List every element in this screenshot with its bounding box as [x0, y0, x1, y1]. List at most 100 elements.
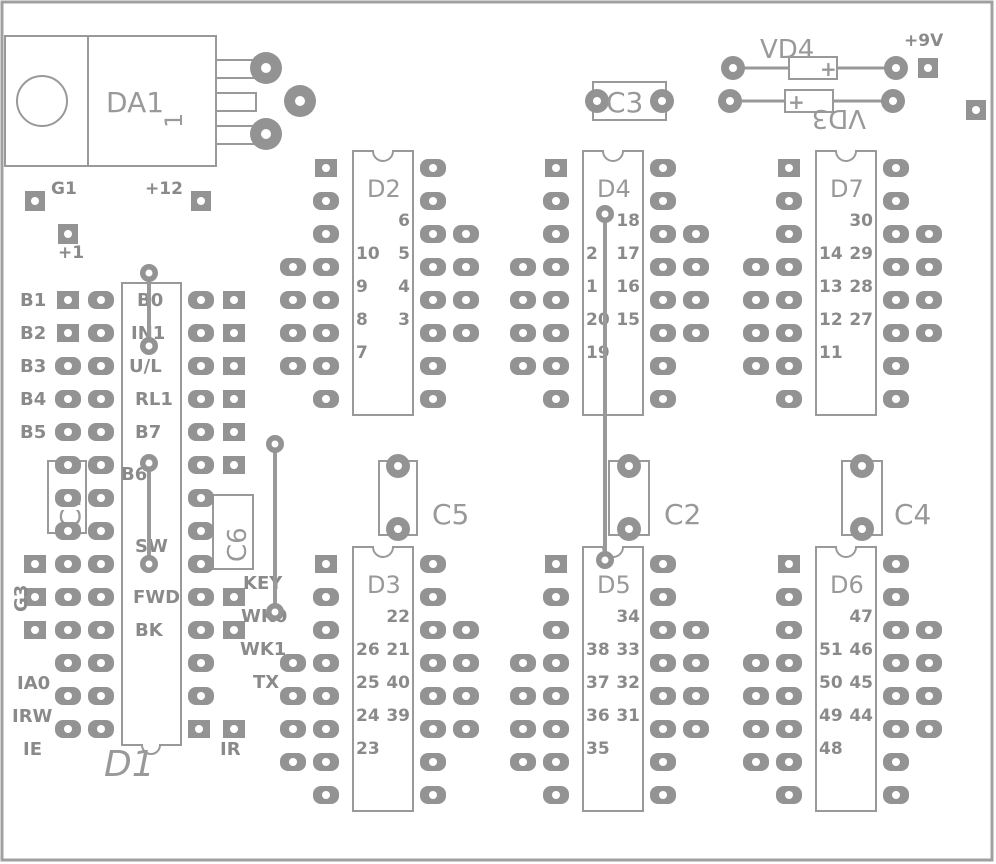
chip-d6-pin-label: 44	[849, 706, 873, 726]
vd4-label: VD4	[760, 35, 814, 65]
chip-d7-pin-label: 11	[819, 343, 843, 363]
chip-d4-pin-pad	[543, 192, 569, 210]
label-ie: IE	[23, 739, 42, 760]
chip-d6-pin-label: 47	[849, 607, 873, 627]
chip-d6-pin-pad	[883, 786, 909, 804]
chip-d7-pin-label: 13	[819, 277, 843, 297]
label-key: KEY	[243, 573, 283, 594]
chip-d5-pin-label: 35	[586, 739, 610, 759]
chip-d3-pin-label: 22	[386, 607, 410, 627]
d1-jumpers	[147, 273, 277, 612]
chip-d5-pin-label: 31	[616, 706, 640, 726]
chip-d5-pin-pad	[650, 654, 676, 672]
chip-d4-bus-pad	[683, 324, 709, 342]
g3-pad	[24, 621, 46, 639]
chip-d6-bus-pad	[743, 720, 769, 738]
chip-d6-pin-label: 46	[849, 640, 873, 660]
d1-pin-pad	[188, 390, 214, 408]
label-b4: B4	[20, 389, 46, 410]
chip-d3-pin-pad	[313, 786, 339, 804]
d1-right-pad	[223, 291, 245, 309]
regulator-pin1-marker: 1	[160, 113, 188, 128]
d1-left-pad	[57, 324, 79, 342]
chip-d7-pin-pad	[883, 357, 909, 375]
vd3-anode-pad	[718, 89, 742, 113]
chip-d2-pin-pad	[313, 225, 339, 243]
chip-d3-pin-label: 39	[386, 706, 410, 726]
chip-d7-bus-pad	[743, 357, 769, 375]
chip-d7-pin-label: 27	[849, 310, 873, 330]
chip-d4-pin-pad	[650, 291, 676, 309]
chip-d6-pin-pad	[776, 621, 802, 639]
d1-right-pad	[223, 324, 245, 342]
chip-d3-bus-pad	[453, 720, 479, 738]
label-b3: B3	[20, 356, 46, 377]
chip-d6-bus-pad	[916, 621, 942, 639]
chip-d3-pin-label: 26	[356, 640, 380, 660]
chip-d6-bus-pad	[743, 753, 769, 771]
chip-d6-pin-label: 45	[849, 673, 873, 693]
c4-label: C4	[894, 498, 931, 531]
chip-d6-pin-pad	[776, 786, 802, 804]
chip-d7-pin-pad	[776, 390, 802, 408]
chip-d5-bus-pad	[683, 654, 709, 672]
label-bk: BK	[135, 620, 164, 641]
d1-left-pad	[55, 522, 81, 540]
jumper-pad	[140, 264, 158, 282]
chip-d6-pin-label: 49	[819, 706, 843, 726]
label-ir: IR	[220, 739, 241, 760]
chip-d3-pin-pad	[315, 555, 337, 573]
regulator-pin-3-pad	[250, 118, 282, 150]
chip-d6-pin-pad	[778, 555, 800, 573]
chip-d6-pin-pad	[883, 720, 909, 738]
d1-pin-pad	[88, 357, 114, 375]
chip-d5-pin-pad	[650, 687, 676, 705]
chip-d4-pin-label: 2	[586, 244, 598, 264]
chip-d5-pin-pad	[543, 753, 569, 771]
d1-pin-pad	[88, 324, 114, 342]
chip-d3-pin-pad	[313, 753, 339, 771]
chip-d2-pin-label: 4	[398, 277, 410, 297]
plus1-label: +1	[58, 243, 84, 263]
c4-pad-2	[850, 517, 874, 541]
chip-d3-body	[352, 546, 414, 812]
chip-d6-pin-pad	[883, 753, 909, 771]
chip-d4-bus-pad	[510, 258, 536, 276]
chip-d7-pin-pad	[776, 192, 802, 210]
label-sw: SW	[135, 536, 168, 557]
chip-d6-ref: D6	[830, 571, 864, 599]
d1-right-pad	[223, 720, 245, 738]
plus1-pad	[58, 224, 78, 244]
chip-d7-pin-label: 30	[849, 211, 873, 231]
d1-right-pad	[223, 357, 245, 375]
chip-d5-pin-label: 34	[616, 607, 640, 627]
chip-d7-pin-pad	[883, 159, 909, 177]
chip-d3-pin-pad	[313, 621, 339, 639]
c2-pad-2	[617, 517, 641, 541]
svg-text:+: +	[820, 57, 837, 81]
chip-d7-pin-pad	[776, 357, 802, 375]
c5-pad-1	[386, 454, 410, 478]
label-fwd: FWD	[133, 587, 180, 608]
chip-d4-pin-label: 18	[616, 211, 640, 231]
chip-d3-pin-label: 21	[386, 640, 410, 660]
d1-pin-pad	[88, 621, 114, 639]
plus9v-pad	[918, 58, 938, 78]
chip-d4-body	[582, 150, 644, 416]
chip-d4-pin-pad	[650, 258, 676, 276]
chip-d4-pin-pad	[650, 324, 676, 342]
chip-d7-bus-pad	[743, 324, 769, 342]
chip-d6-pin-pad	[883, 588, 909, 606]
chip-d2-pin-pad	[313, 192, 339, 210]
chip-d6-pin-pad	[883, 687, 909, 705]
chip-d7-bus-pad	[743, 291, 769, 309]
d1-right-pad	[223, 423, 245, 441]
chip-d4-bus-pad	[683, 225, 709, 243]
chip-d3-bus-pad	[453, 687, 479, 705]
d1-left-pad	[55, 687, 81, 705]
d1-pin-pad	[188, 687, 214, 705]
diode-vd3: +	[730, 89, 893, 114]
d1-pin-pad	[88, 687, 114, 705]
chip-d6-body	[815, 546, 877, 812]
